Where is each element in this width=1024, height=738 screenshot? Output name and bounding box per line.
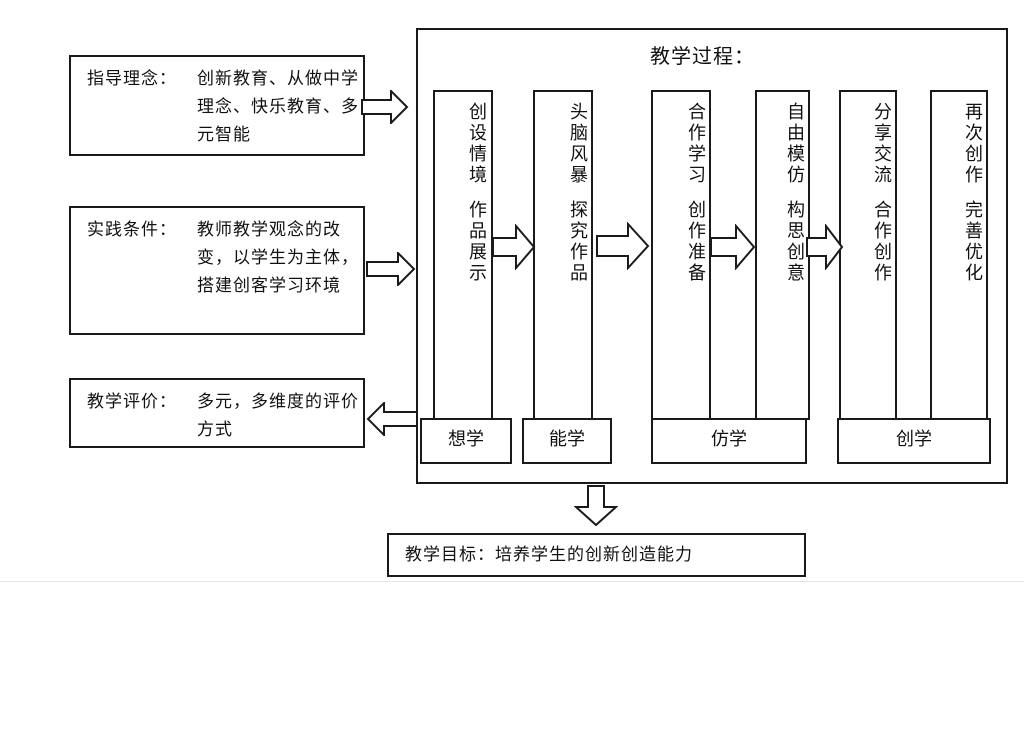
practice-conditions-text: 教师教学观念的改变，以学生为主体，搭建创客学习环境 [197,220,359,296]
stage-want-to-learn: 想学 [420,418,512,464]
stage-able-to-learn: 能学 [522,418,612,464]
down-arrow-icon [574,485,618,527]
guiding-concept-label: 指导理念： [87,69,177,89]
right-arrow-icon [710,224,756,270]
process-column-1: 创设情境作品展示 [433,90,493,420]
guiding-concept-text: 创新教育、从做中学理念、快乐教育、多元智能 [197,69,359,145]
stage-create-learning: 创学 [837,418,991,464]
process-column-2: 头脑风暴探究作品 [533,90,593,420]
process-column-6: 再次创作完善优化 [930,90,988,420]
divider [0,581,1024,582]
teaching-goal-box: 教学目标：培养学生的创新创造能力 [387,533,806,577]
column-4-top-text: 自由模仿 [784,102,805,186]
column-3-top-text: 合作学习 [685,102,706,186]
right-arrow-icon [596,222,650,270]
stage-label: 能学 [549,429,585,450]
stage-imitate-learning: 仿学 [651,418,807,464]
evaluation-label: 教学评价： [87,392,177,412]
practice-conditions-label: 实践条件： [87,220,177,240]
stage-label: 创学 [896,429,932,450]
right-arrow-icon [366,252,416,286]
practice-conditions-box: 实践条件： 教师教学观念的改变，以学生为主体，搭建创客学习环境 [69,206,365,335]
column-1-bottom-text: 作品展示 [466,200,487,284]
right-arrow-icon [361,90,409,124]
right-arrow-icon [806,224,844,270]
guiding-concept-box: 指导理念： 创新教育、从做中学理念、快乐教育、多元智能 [69,55,365,156]
column-2-bottom-text: 探究作品 [567,200,588,284]
teaching-goal-text: 教学目标：培养学生的创新创造能力 [405,545,693,565]
column-5-bottom-text: 合作创作 [871,200,892,284]
right-arrow-icon [492,224,536,270]
evaluation-text: 多元，多维度的评价方式 [197,392,359,440]
column-5-top-text: 分享交流 [871,102,892,186]
stage-label: 仿学 [711,429,747,450]
process-column-3: 合作学习创作准备 [651,90,711,420]
stage-label: 想学 [448,429,484,450]
column-6-bottom-text: 完善优化 [962,200,983,284]
column-1-top-text: 创设情境 [466,102,487,186]
column-6-top-text: 再次创作 [962,102,983,186]
column-4-bottom-text: 构思创意 [784,200,805,284]
column-3-bottom-text: 创作准备 [685,200,706,284]
process-column-4: 自由模仿构思创意 [755,90,810,420]
column-2-top-text: 头脑风暴 [567,102,588,186]
left-arrow-icon [366,402,418,436]
process-column-5: 分享交流合作创作 [839,90,897,420]
evaluation-box: 教学评价： 多元，多维度的评价方式 [69,378,365,448]
teaching-process-title: 教学过程： [650,44,755,68]
